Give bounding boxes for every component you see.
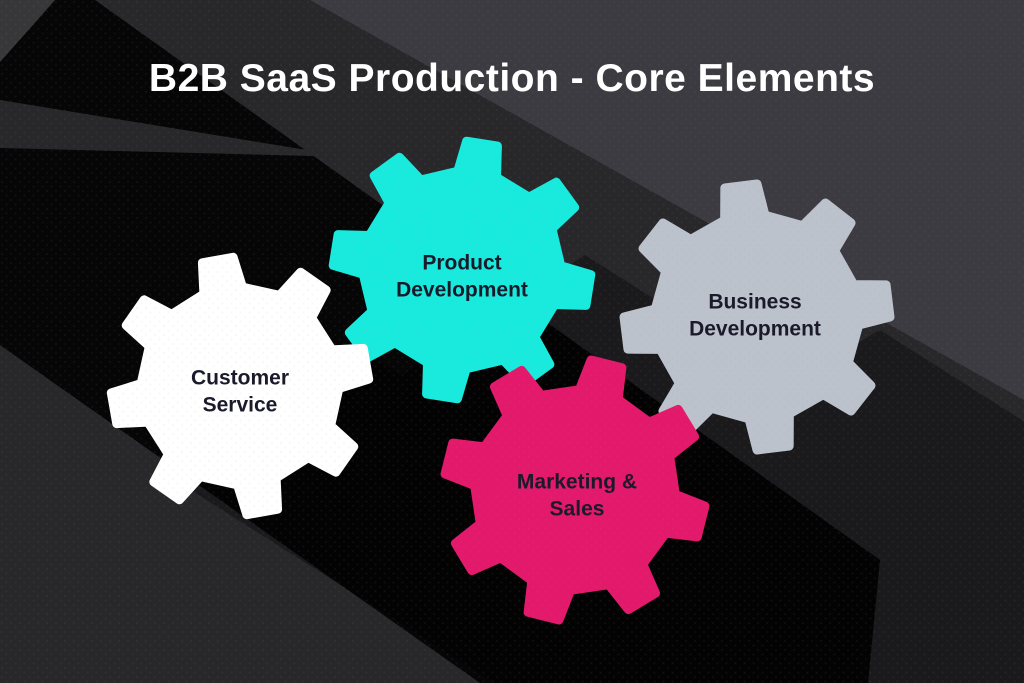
marketing-sales-label-line1: Marketing & [516, 470, 638, 494]
business-development-label-line2: Development [689, 318, 821, 341]
marketing-sales-label-line2: Sales [549, 498, 605, 521]
product-development-label-line1: Product [422, 251, 502, 275]
product-development-label-line2: Development [396, 279, 528, 302]
customer-service-label: Customer Service [191, 365, 289, 420]
business-development-label: Business Development [689, 289, 821, 344]
customer-service-label-line2: Service [202, 394, 278, 417]
marketing-sales-label: Marketing & Sales [517, 469, 637, 524]
business-development-label-line1: Business [708, 290, 802, 314]
page-title: B2B SaaS Production - Core Elements [148, 57, 876, 100]
product-development-label: Product Development [396, 250, 528, 305]
customer-service-label-line1: Customer [190, 366, 290, 390]
